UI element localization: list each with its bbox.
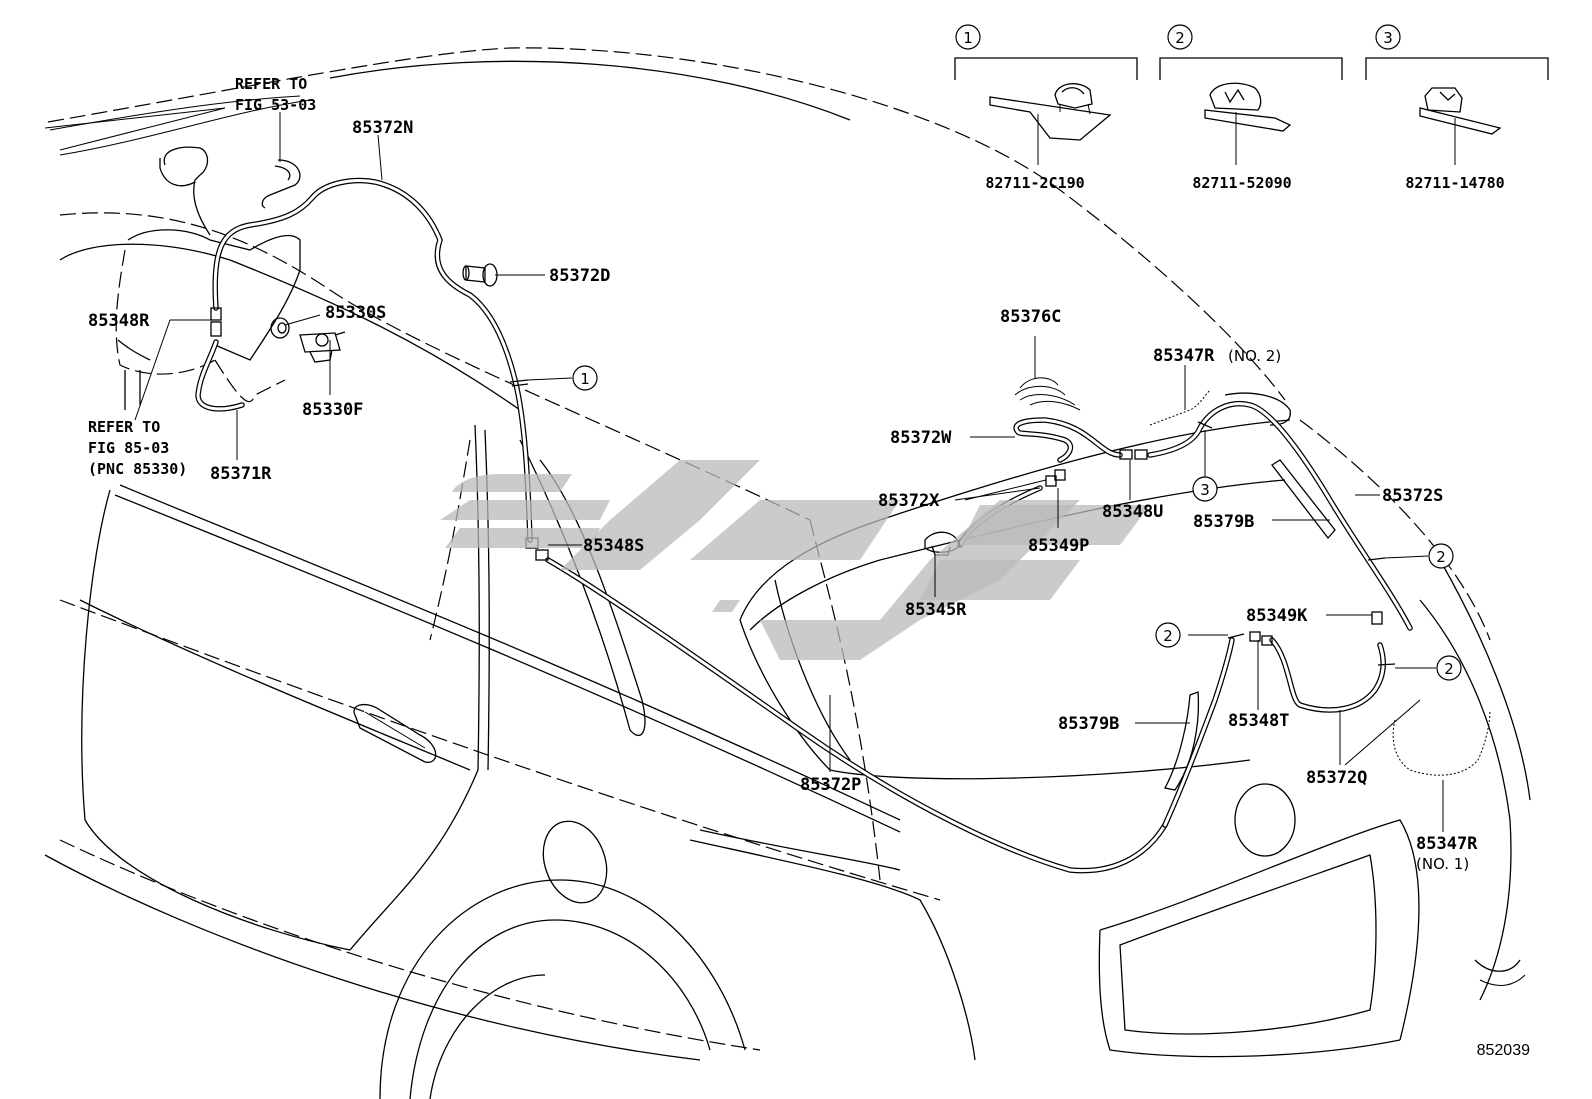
- refer-note-53-line2: FIG 53-03: [235, 96, 316, 114]
- label-85372D: 85372D: [549, 266, 610, 286]
- label-85347R-no1: 85347R: [1416, 834, 1478, 854]
- washer-pump-85330F: [299, 331, 346, 363]
- label-85349K: 85349K: [1246, 606, 1308, 626]
- label-85348U: 85348U: [1102, 502, 1163, 522]
- label-85348S: 85348S: [583, 536, 644, 556]
- reference-notes: REFER TO FIG 53-03 REFER TO FIG 85-03 (P…: [88, 75, 316, 478]
- callout-numbers: 1 2 3 1 3 2 2 2: [580, 29, 1454, 678]
- hose-clamps: [509, 379, 1396, 666]
- clamp-82711-52090: [1204, 82, 1292, 165]
- refer-note-85-line2: FIG 85-03: [88, 439, 169, 457]
- callout-1: 1: [580, 370, 590, 388]
- inset-callout-3: 3: [1383, 29, 1393, 47]
- label-85371R: 85371R: [210, 464, 272, 484]
- callout-3: 3: [1200, 481, 1210, 499]
- part-labels: 85372N 85372D 85348R 85330S 85330F 85371…: [88, 118, 1478, 873]
- label-85372P: 85372P: [800, 775, 861, 795]
- refer-note-53-line1: REFER TO: [235, 75, 307, 93]
- clamp-82711-14780: [1419, 87, 1502, 165]
- figure-number: 852039: [1477, 1042, 1530, 1059]
- logo-watermark: [440, 460, 1150, 660]
- label-85349P: 85349P: [1028, 536, 1089, 556]
- label-85372N: 85372N: [352, 118, 413, 138]
- label-85379B-top: 85379B: [1193, 512, 1254, 532]
- label-85372S: 85372S: [1382, 486, 1443, 506]
- washer-hoses: [195, 177, 1491, 874]
- weatherstrip-85379B: [1164, 459, 1336, 791]
- part-82711-2C190: 82711-2C190: [985, 174, 1084, 192]
- clamp-inset: [954, 57, 1549, 165]
- inset-callout-2: 2: [1175, 29, 1185, 47]
- hose-clip-top: [261, 159, 301, 209]
- callout-2-c: 2: [1444, 660, 1454, 678]
- washer-tank: [115, 146, 301, 410]
- label-85372Q: 85372Q: [1306, 768, 1367, 788]
- vehicle-body-outline: [44, 47, 1531, 1099]
- callout-2-b: 2: [1163, 627, 1173, 645]
- part-82711-52090: 82711-52090: [1192, 174, 1291, 192]
- label-85372W: 85372W: [890, 428, 952, 448]
- clamp-82711-2C190: [989, 83, 1112, 165]
- label-85347R-no2: 85347R: [1153, 346, 1215, 366]
- grommet-85330S: [270, 317, 290, 339]
- refer-note-85-line1: REFER TO: [88, 418, 160, 436]
- leader-lines: [44, 107, 1444, 832]
- part-82711-14780: 82711-14780: [1405, 174, 1504, 192]
- label-85376C: 85376C: [1000, 307, 1061, 327]
- label-85348R: 85348R: [88, 311, 150, 331]
- label-85372X: 85372X: [878, 491, 940, 511]
- clamp-part-numbers: 82711-2C190 82711-52090 82711-14780: [985, 174, 1504, 192]
- label-85348T: 85348T: [1228, 711, 1289, 731]
- inset-callout-1: 1: [963, 29, 973, 47]
- grommet-85372D: [462, 263, 498, 287]
- qualifier-no2: (NO. 2): [1228, 347, 1281, 365]
- label-85330S: 85330S: [325, 303, 386, 323]
- label-85330F: 85330F: [302, 400, 363, 420]
- label-85379B-lower: 85379B: [1058, 714, 1119, 734]
- callout-circles: [572, 24, 1462, 681]
- label-85345R: 85345R: [905, 600, 967, 620]
- callout-2-a: 2: [1436, 548, 1446, 566]
- qualifier-no1: (NO. 1): [1416, 855, 1469, 873]
- refer-note-85-line3: (PNC 85330): [88, 460, 187, 478]
